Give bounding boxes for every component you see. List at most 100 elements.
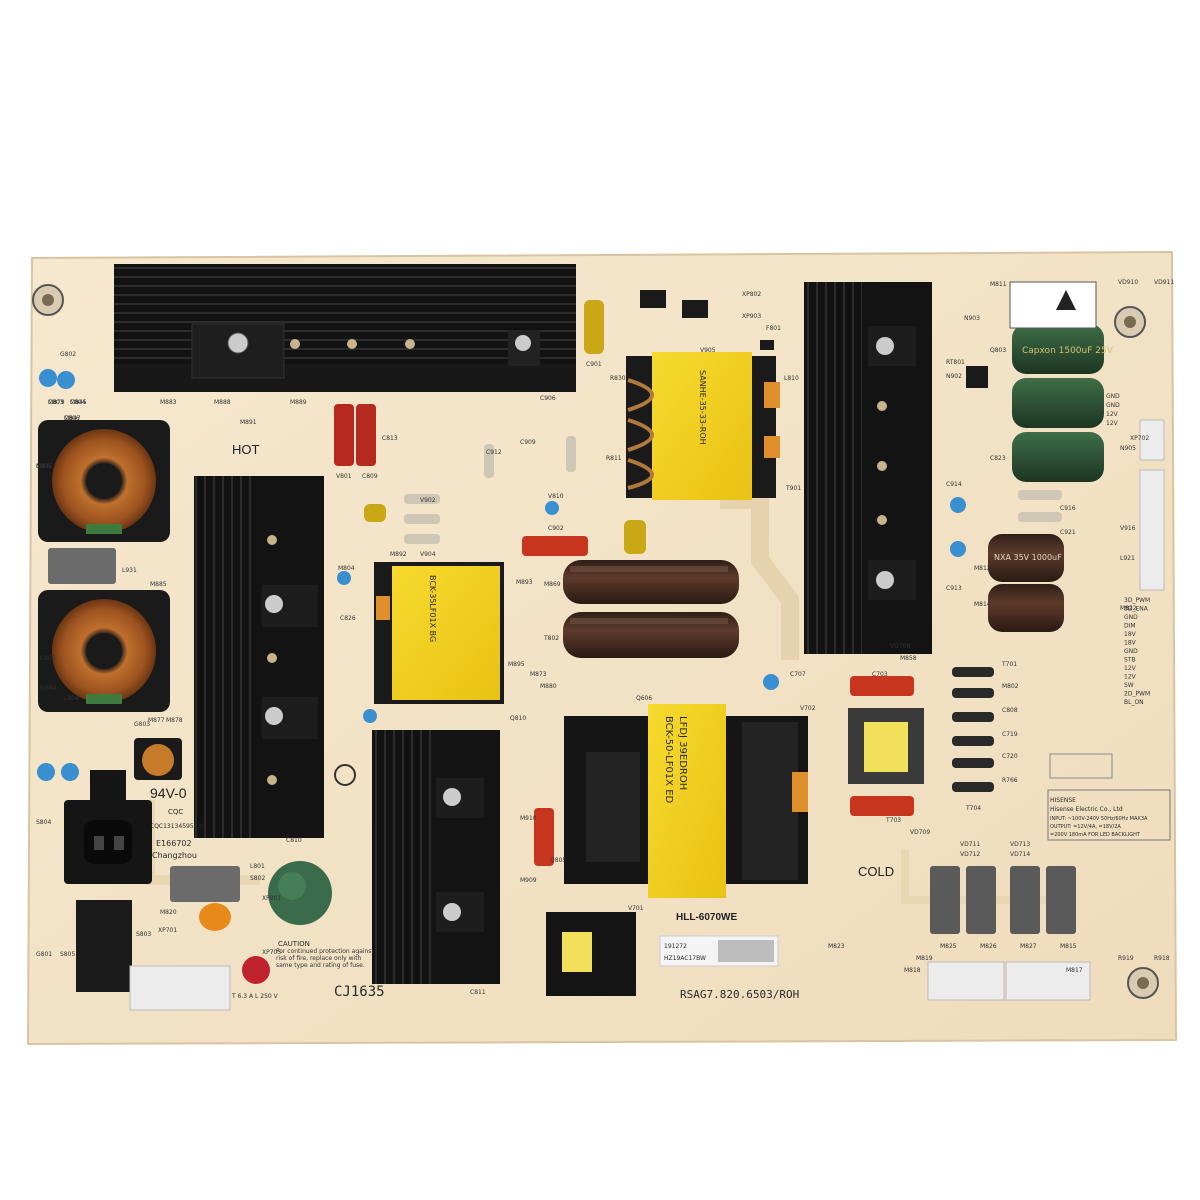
designator-label: C803 [48, 399, 64, 406]
designator-label: M812 [974, 565, 991, 572]
designator-label: G803 [134, 721, 150, 728]
designator-label: M893 [516, 579, 533, 586]
designator-label: V810 [548, 493, 564, 500]
designator-label: G801 [36, 951, 52, 958]
designator-label: XP702 [1130, 435, 1149, 442]
capacitor-c921 [1012, 432, 1104, 482]
connector-xp903 [1139, 419, 1165, 591]
designator-label: M825 [940, 943, 957, 950]
designator-label: C906 [540, 395, 556, 402]
designator-label: N905 [1120, 445, 1136, 452]
designator-label: C707 [790, 671, 806, 678]
designator-label: M820 [160, 909, 177, 916]
choke-l804 [38, 590, 170, 712]
designator-label: C813 [382, 435, 398, 442]
designator-label: C902 [548, 525, 564, 532]
designator-label: C823 [990, 455, 1006, 462]
connector-pin-labels-2: 3D_PWM3D_ENAGNDDIM18V18VGNDSTB12V12VSW2D… [1124, 597, 1150, 706]
designator-label: M877 [148, 717, 165, 724]
designator-label: XP903 [742, 313, 761, 320]
designator-label: T704 [965, 805, 981, 812]
designator-label: R811 [606, 455, 622, 462]
designator-label: M822 [1120, 605, 1137, 612]
label-transformer-t901: SANHE-35-33-ROH [698, 370, 707, 445]
connector-xp802 [129, 965, 231, 1011]
label-transformer-t802: BCK-35LF01X BG [428, 575, 437, 642]
designator-label: M873 [530, 671, 547, 678]
designator-label: V905 [700, 347, 716, 354]
heatsink-middle [372, 730, 500, 984]
mount-hole-top-left [32, 284, 64, 316]
designator-label: T703 [885, 817, 901, 824]
pin-label: 18V [1124, 631, 1137, 638]
transformer-t701 [546, 912, 636, 996]
label-cold: COLD [858, 864, 894, 879]
pin-label: BL_ON [1124, 699, 1144, 706]
label-cqc: CQC [168, 808, 183, 816]
transformer-t703 [564, 704, 808, 898]
designator-label: C719 [1002, 731, 1018, 738]
designator-label: C802 [40, 655, 56, 662]
label-spec-output: OUTPUT: =12V/4A, =18V/2A [1050, 824, 1121, 830]
y-capacitors [37, 369, 966, 781]
designator-label: C810 [286, 837, 302, 844]
small-toroid-l801 [134, 738, 182, 780]
designator-label: M895 [508, 661, 525, 668]
designator-label: M878 [166, 717, 183, 724]
designator-label: T802 [543, 635, 559, 642]
transformer-t901 [626, 352, 780, 500]
designator-label: M883 [160, 399, 177, 406]
designator-label: G802 [60, 351, 76, 358]
designator-label: V701 [628, 905, 644, 912]
designator-label: C811 [470, 989, 486, 996]
label-ul-code: E166702 [156, 839, 192, 848]
designator-label: N903 [964, 315, 980, 322]
designator-label: M888 [214, 399, 231, 406]
connector-xp701 [1005, 961, 1091, 1001]
designator-label: VD713 [1010, 841, 1030, 848]
designator-label: M817 [1066, 967, 1083, 974]
pin-label: 2D_PWM [1124, 691, 1150, 698]
designator-label: M858 [900, 655, 917, 662]
designator-label: Q810 [510, 715, 526, 722]
designator-label: M811 [990, 281, 1007, 288]
fuse [242, 956, 270, 984]
designator-label: R918 [1154, 955, 1170, 962]
designator-label: V801 [336, 473, 352, 480]
pin-label: GND [1124, 614, 1138, 621]
designator-label: C921 [1060, 529, 1076, 536]
designator-label: M819 [916, 955, 933, 962]
designator-label: M880 [540, 683, 557, 690]
designator-label: XP701 [158, 927, 177, 934]
label-fuse-rating: T 6.3 A L 250 V [231, 993, 279, 1000]
connector-xp702 [927, 961, 1005, 1001]
red-film-capacitors [334, 404, 914, 866]
label-transformer-t703-b: BCK-50-LF01X ED [663, 716, 674, 804]
designator-label: VD709 [910, 829, 930, 836]
designator-label: C805 [36, 463, 52, 470]
designator-label: C901 [586, 361, 602, 368]
designator-label: C916 [1060, 505, 1076, 512]
label-spec-input: INPUT: ~100V-240V 50Hz/60Hz MAX3A [1050, 816, 1148, 822]
pin-label: 18V [1124, 640, 1137, 647]
pin-label: 12V [1106, 420, 1119, 427]
designator-label: S802 [250, 875, 265, 882]
mount-hole-bottom-right [1127, 967, 1159, 999]
label-transformer-t703: LFDJ 39EDROH [677, 716, 688, 790]
label-model: HLL-6070WE [676, 912, 737, 923]
designator-label: M910 [520, 815, 537, 822]
pin-label: STB [1124, 657, 1136, 664]
designator-label: V904 [420, 551, 436, 558]
designator-label: S805 [60, 951, 75, 958]
designator-label: V702 [800, 705, 816, 712]
pin-label: 3D_PWM [1124, 597, 1150, 604]
designator-label: T701 [1001, 661, 1017, 668]
designator-label: V916 [1120, 525, 1136, 532]
label-spec-company: Hisense Electric Co., Ltd [1050, 806, 1123, 813]
ac-inlet-socket [64, 770, 152, 992]
designator-label: C720 [1002, 753, 1018, 760]
designator-label: XP801 [262, 895, 281, 902]
designator-label: F801 [766, 325, 781, 332]
warning-box [1009, 281, 1097, 329]
